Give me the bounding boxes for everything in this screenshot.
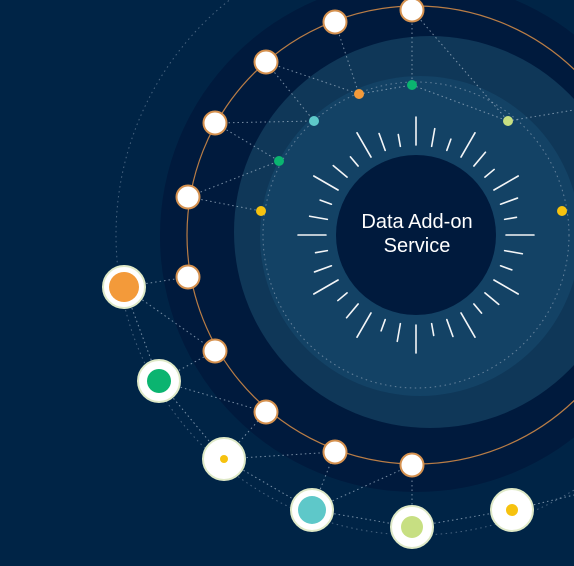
inner-dot (274, 156, 284, 166)
burst-ray (503, 249, 524, 255)
orbit-node (202, 110, 228, 136)
connection-line (511, 494, 574, 511)
burst-rays (297, 116, 535, 354)
orbit-node (399, 0, 425, 23)
burst-ray (313, 264, 333, 273)
hub-label-line-1: Data Add-on (361, 211, 473, 233)
inner-dot (354, 89, 364, 99)
hub-label: Data Add-on Service (332, 210, 502, 258)
connection-line (311, 509, 413, 528)
burst-ray (499, 197, 519, 206)
burst-ray (430, 127, 436, 148)
burst-ray (493, 175, 519, 191)
big-node-dot (220, 455, 228, 463)
inner-dot (309, 116, 319, 126)
connection-line (411, 509, 513, 528)
connection-line (187, 160, 280, 198)
background-rings (160, 0, 574, 492)
burst-ray (460, 132, 476, 158)
diagram-nodes (102, 0, 567, 549)
burst-ray (345, 303, 359, 319)
orbit-node (202, 338, 228, 364)
connection-line (158, 380, 225, 460)
connection-line (123, 276, 189, 288)
burst-ray (378, 132, 387, 152)
burst-ray (473, 303, 483, 314)
orbit-node (322, 9, 348, 35)
orbit-node (253, 399, 279, 425)
inner-dot (503, 116, 513, 126)
burst-ray (499, 264, 513, 271)
orbit-node (253, 49, 279, 75)
big-node-dot (401, 516, 423, 538)
connection-line (214, 122, 280, 162)
burst-ray (313, 279, 339, 295)
burst-ray (397, 133, 402, 148)
orbit-node (399, 452, 425, 478)
burst-ray (308, 215, 329, 221)
connection-line (123, 286, 160, 382)
connection-line (223, 458, 313, 511)
connection-line (265, 61, 315, 122)
burst-ray (445, 318, 454, 338)
connection-line (334, 21, 360, 95)
burst-ray (503, 216, 518, 221)
burst-ray (396, 322, 402, 343)
burst-ray (337, 292, 348, 302)
burst-ray (473, 151, 487, 167)
big-node-dot (147, 369, 171, 393)
burst-ray (493, 279, 519, 295)
burst-ray (380, 318, 387, 332)
connection-line (158, 350, 216, 382)
burst-ray (430, 322, 435, 337)
orbit-node (175, 184, 201, 210)
connection-line (214, 120, 315, 124)
inner-dot (407, 80, 417, 90)
burst-ray (445, 138, 452, 152)
burst-ray (356, 132, 372, 158)
burst-ray (484, 168, 495, 178)
orbit-node (322, 439, 348, 465)
burst-ray (313, 175, 339, 191)
big-node-dot (109, 272, 139, 302)
big-node-dot (298, 496, 326, 524)
connection-line (223, 411, 267, 460)
burst-ray (314, 249, 329, 254)
burst-ray (484, 292, 500, 306)
burst-ray (356, 312, 372, 338)
connection-line (265, 61, 360, 95)
big-node-dot (506, 504, 518, 516)
inner-dot (557, 206, 567, 216)
orbit-node (175, 264, 201, 290)
connection-line (411, 9, 509, 122)
burst-ray (332, 164, 348, 178)
burst-ray (319, 199, 333, 206)
hub-label-line-2: Service (383, 235, 451, 257)
inner-dot (256, 206, 266, 216)
hub-disc (336, 155, 496, 315)
burst-ray (460, 312, 476, 338)
burst-ray (349, 156, 359, 167)
connection-line (187, 196, 262, 212)
